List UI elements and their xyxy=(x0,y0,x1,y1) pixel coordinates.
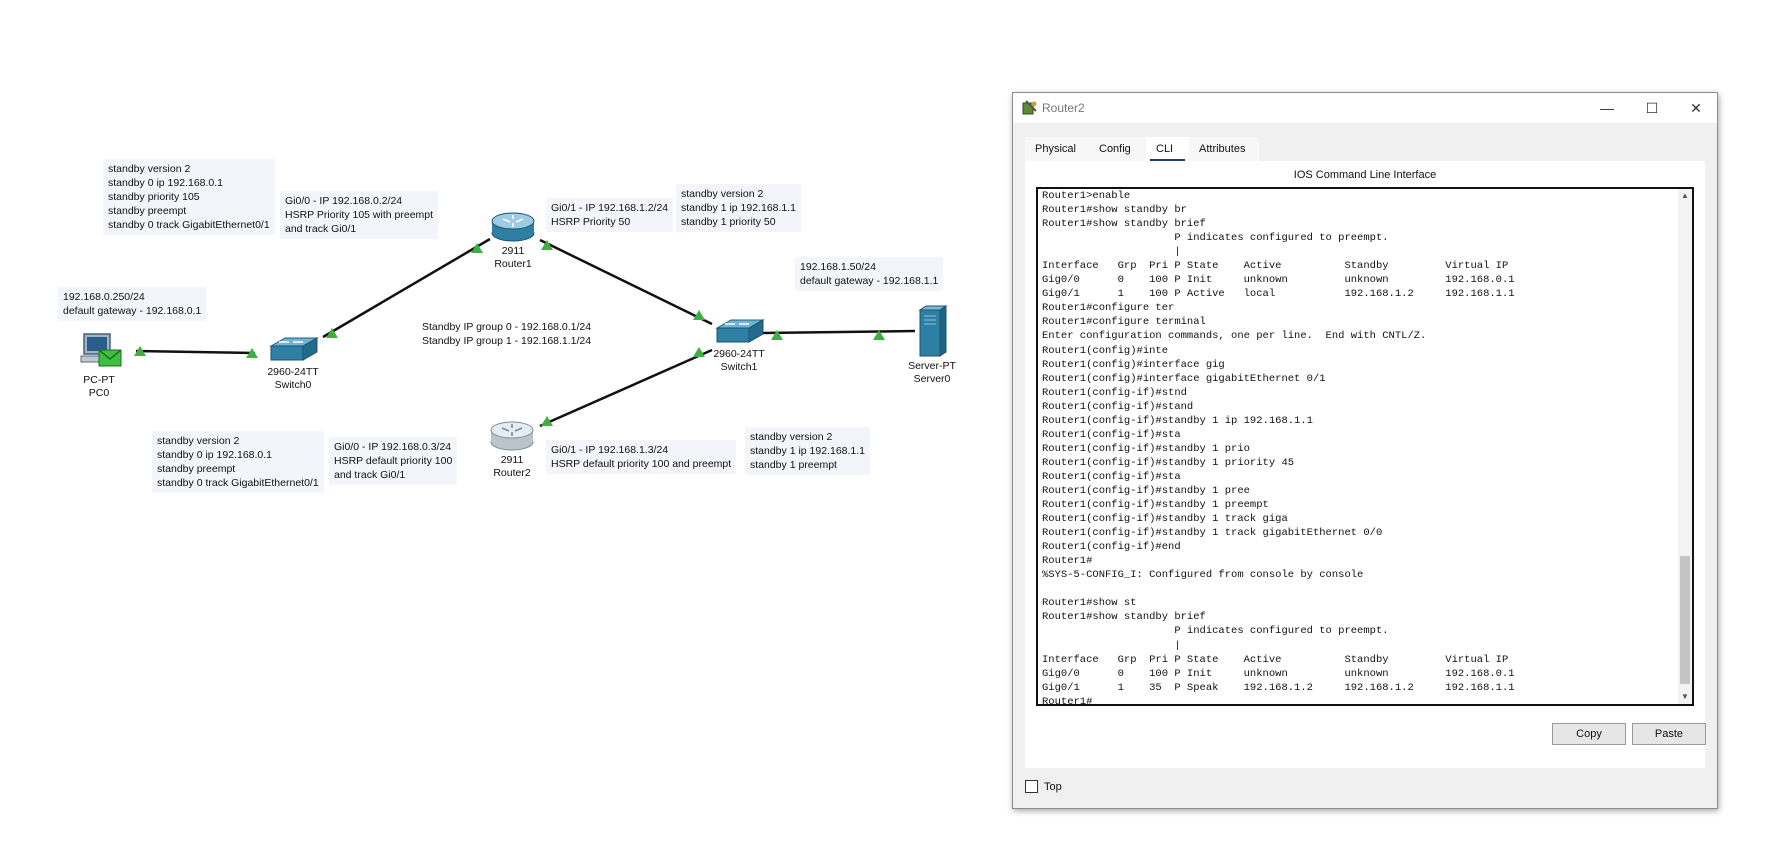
note-router2-config2[interactable]: standby version 2 standby 1 ip 192.168.1… xyxy=(745,427,871,475)
maximize-button[interactable]: ☐ xyxy=(1630,93,1674,123)
maximize-icon: ☐ xyxy=(1645,99,1659,116)
paste-button[interactable]: Paste xyxy=(1632,723,1706,745)
terminal-scrollbar[interactable]: ▲ ▼ xyxy=(1678,189,1692,704)
link-up-icon xyxy=(326,328,338,338)
switch-icon xyxy=(715,319,765,343)
tab-cli[interactable]: CLI xyxy=(1146,137,1189,163)
window-title: Router2 xyxy=(1042,101,1085,115)
link-router2-switch1 xyxy=(539,348,713,428)
device-pc0[interactable]: PC-PT PC0 xyxy=(74,332,124,400)
router-icon xyxy=(490,421,534,451)
window-titlebar[interactable]: Router2 — ☐ ✕ xyxy=(1013,93,1717,123)
top-checkbox-label: Top xyxy=(1044,780,1062,793)
scroll-down-icon[interactable]: ▼ xyxy=(1681,692,1689,701)
copy-button[interactable]: Copy xyxy=(1552,723,1626,745)
cli-panel: IOS Command Line Interface Router1>enabl… xyxy=(1025,161,1706,768)
cli-heading: IOS Command Line Interface xyxy=(1293,169,1437,181)
note-router1-config2[interactable]: standby version 2 standby 1 ip 192.168.1… xyxy=(676,184,802,232)
note-router2-gi01[interactable]: Gi0/1 - IP 192.168.1.3/24 HSRP default p… xyxy=(546,440,737,474)
switch-icon xyxy=(269,337,319,361)
link-up-icon xyxy=(693,310,705,320)
topology-canvas[interactable]: standby version 2 standby 0 ip 192.168.0… xyxy=(0,0,1000,849)
link-up-icon xyxy=(246,348,258,358)
top-checkbox[interactable]: Top xyxy=(1025,780,1062,793)
note-router1-gi01[interactable]: Gi0/1 - IP 192.168.1.2/24 HSRP Priority … xyxy=(546,198,674,232)
router2-window[interactable]: Router2 — ☐ ✕ Physical Config CLI Attrib… xyxy=(1012,92,1718,809)
tab-physical[interactable]: Physical xyxy=(1025,137,1089,163)
links-layer xyxy=(134,237,916,428)
close-button[interactable]: ✕ xyxy=(1674,93,1718,123)
scroll-up-icon[interactable]: ▲ xyxy=(1681,191,1689,200)
cli-terminal[interactable]: Router1>enable Router1#show standby br R… xyxy=(1036,187,1694,706)
note-standby-groups[interactable]: Standby IP group 0 - 192.168.0.1/24 Stan… xyxy=(422,321,592,347)
close-icon: ✕ xyxy=(1690,99,1702,116)
link-pc0-switch0 xyxy=(135,349,256,355)
checkbox-icon[interactable] xyxy=(1025,780,1038,793)
note-pc0-ip[interactable]: 192.168.0.250/24 default gateway - 192.1… xyxy=(58,287,207,321)
terminal-output[interactable]: Router1>enable Router1#show standby br R… xyxy=(1042,190,1515,706)
link-up-icon xyxy=(541,416,553,426)
router-app-icon xyxy=(1022,100,1037,115)
link-router1-switch1 xyxy=(539,238,713,326)
tab-cli-label: CLI xyxy=(1156,143,1174,155)
pc-icon xyxy=(80,333,122,367)
link-switch1-server0 xyxy=(759,329,916,335)
link-up-icon xyxy=(873,330,885,340)
device-switch0[interactable]: 2960-24TT Switch0 xyxy=(258,336,328,392)
link-switch0-router1 xyxy=(322,237,491,339)
link-up-icon xyxy=(693,347,705,357)
link-status-indicators xyxy=(134,240,885,426)
note-router1-config[interactable]: standby version 2 standby 0 ip 192.168.0… xyxy=(103,159,275,235)
router-icon xyxy=(491,212,535,242)
note-router2-gi00[interactable]: Gi0/0 - IP 192.168.0.3/24 HSRP default p… xyxy=(329,437,458,485)
scrollbar-thumb[interactable] xyxy=(1680,556,1690,684)
tab-config[interactable]: Config xyxy=(1089,137,1146,163)
minimize-icon: — xyxy=(1600,100,1614,116)
device-router1[interactable]: 2911 Router1 xyxy=(485,211,541,271)
link-up-icon xyxy=(541,240,553,250)
link-up-icon xyxy=(134,346,146,356)
note-server-ip[interactable]: 192.168.1.50/24 default gateway - 192.16… xyxy=(795,257,944,291)
device-switch1[interactable]: 2960-24TT Switch1 xyxy=(702,318,776,374)
device-router2[interactable]: 2911 Router2 xyxy=(484,420,540,480)
minimize-button[interactable]: — xyxy=(1585,93,1629,123)
tab-attributes[interactable]: Attributes xyxy=(1189,137,1259,163)
link-up-icon xyxy=(771,330,783,340)
note-router1-gi00[interactable]: Gi0/0 - IP 192.168.0.2/24 HSRP Priority … xyxy=(280,191,439,239)
link-up-icon xyxy=(471,243,483,253)
note-router2-config[interactable]: standby version 2 standby 0 ip 192.168.0… xyxy=(152,431,324,493)
device-server0[interactable]: Server-PT Server0 xyxy=(904,304,960,386)
server-icon xyxy=(918,305,948,357)
